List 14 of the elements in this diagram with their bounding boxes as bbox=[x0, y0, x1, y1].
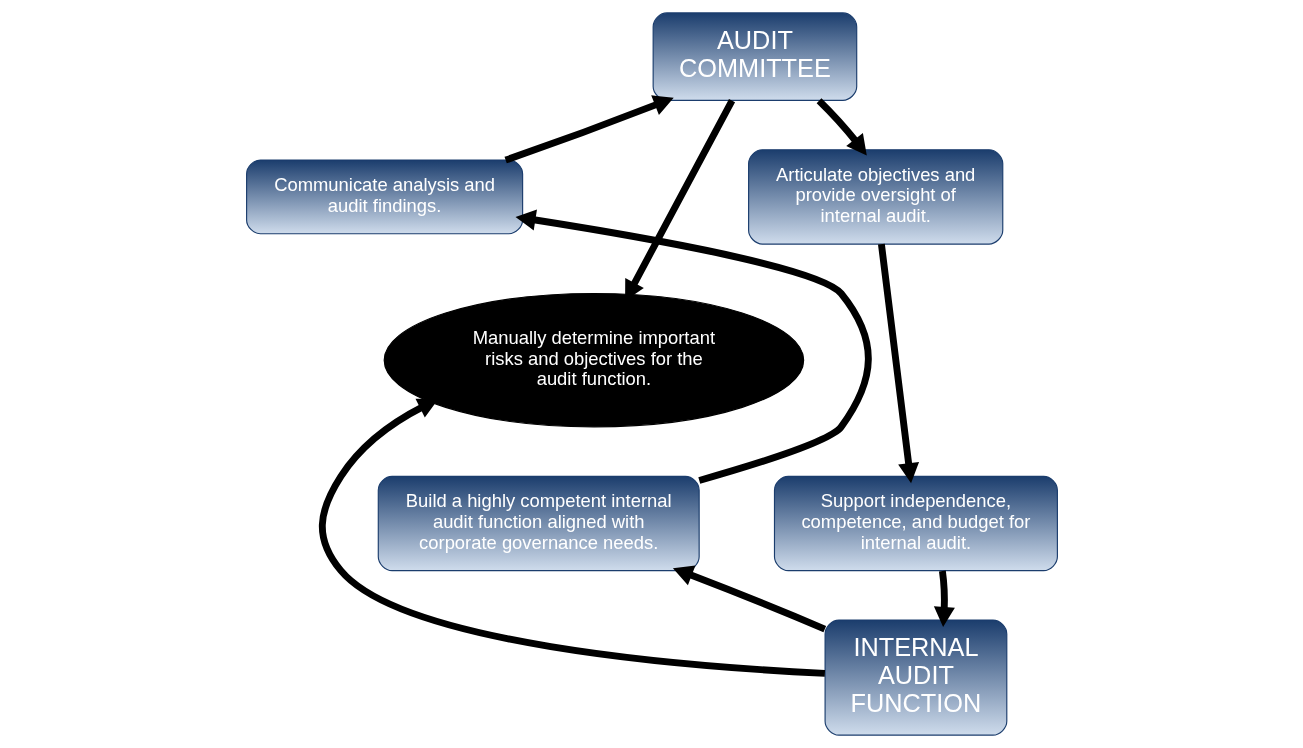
node-box: AUDIT COMMITTEE bbox=[652, 12, 857, 101]
node-box: INTERNAL AUDIT FUNCTION bbox=[824, 619, 1007, 736]
arrow bbox=[515, 209, 872, 484]
node-box: Articulate objectives and provide oversight of internal audit. bbox=[747, 149, 1003, 245]
arrow bbox=[933, 570, 955, 628]
node-box: Support independence, competence, and budget for internal audit. bbox=[773, 475, 1058, 572]
arrow bbox=[504, 95, 674, 164]
node-box: Communicate analysis and audit findings. bbox=[245, 159, 523, 235]
arrow bbox=[318, 398, 825, 677]
arrow bbox=[672, 565, 826, 633]
arrow bbox=[816, 98, 867, 156]
node-ellipse: Manually determine important risks and objectives for the audit function. bbox=[383, 292, 804, 428]
arrow bbox=[877, 243, 919, 484]
node-box: Build a highly competent internal audit function aligned with corporate governance needs. bbox=[377, 475, 700, 572]
